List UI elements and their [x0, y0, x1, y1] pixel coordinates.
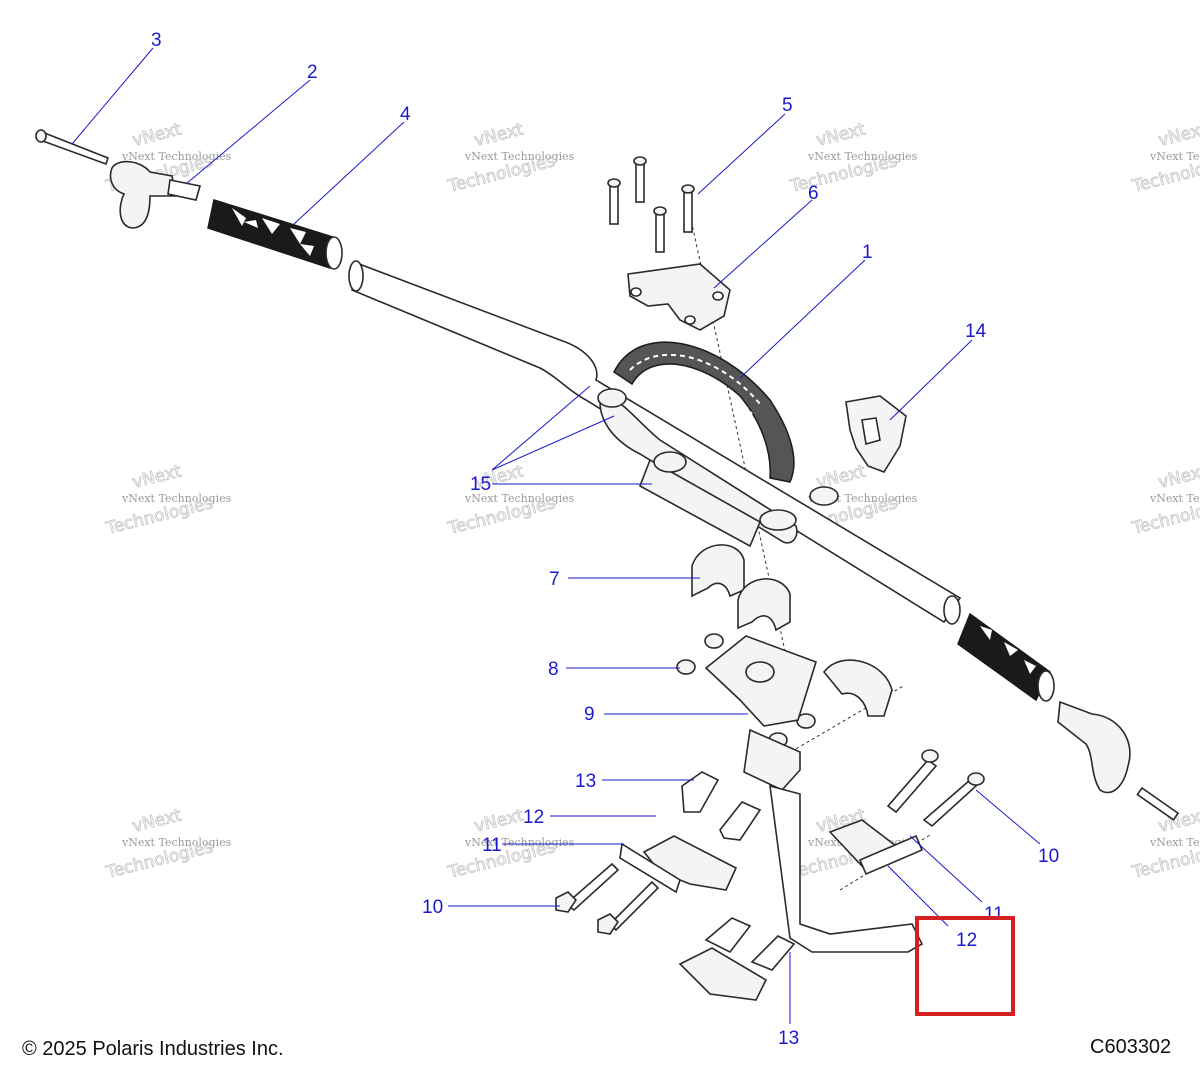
svg-text:vNext Technologies: vNext Technologies: [807, 150, 918, 163]
svg-text:vNext: vNext: [1156, 119, 1200, 151]
callout-1: 1: [862, 242, 873, 263]
svg-text:vNext Technologies: vNext Technologies: [464, 150, 575, 163]
watermark: vNext Technologies vNext Technologies: [103, 805, 232, 884]
watermark: vNext Technologies vNext Technologies: [445, 461, 575, 540]
callout-4: 4: [400, 104, 411, 125]
callout-12-right: 12: [956, 930, 977, 951]
callout-10-right: 10: [1038, 846, 1059, 867]
svg-text:vNext: vNext: [472, 805, 525, 837]
part-split-clamp: [822, 659, 893, 717]
callout-11-left: 11: [482, 835, 502, 856]
part-spacers-13-lower: [678, 917, 796, 1001]
part-bolts-10: [555, 749, 985, 935]
svg-text:vNext Technologies: vNext Technologies: [121, 836, 232, 849]
callout-labels: 3 2 4 5 6 1 14 15 7 8 9 13 12 11 10 10 1…: [151, 30, 1059, 1049]
callout-12-left: 12: [523, 807, 544, 828]
part-bolts-5: [607, 156, 695, 253]
svg-text:vNext: vNext: [130, 805, 183, 837]
callout-14: 14: [965, 321, 987, 342]
svg-text:vNext Technologies: vNext Technologies: [121, 492, 232, 505]
svg-text:vNext Technologies: vNext Technologies: [121, 150, 232, 163]
svg-text:vNext Technologies: vNext Technologies: [464, 836, 575, 849]
part-nut-8: [676, 633, 816, 748]
callout-9: 9: [584, 704, 595, 725]
callout-3: 3: [151, 30, 162, 51]
svg-text:vNext Technologies: vNext Technologies: [1149, 150, 1200, 163]
watermark: vNext Technologies vNext Technologies: [103, 461, 232, 540]
callout-10-left: 10: [422, 897, 443, 918]
svg-text:vNext: vNext: [472, 119, 525, 151]
part-lever-2: [109, 160, 202, 229]
copyright-text: © 2025 Polaris Industries Inc.: [22, 1038, 284, 1060]
callout-6: 6: [808, 183, 819, 204]
svg-text:vNext: vNext: [130, 461, 183, 493]
leader-lines: [71, 47, 1041, 1024]
diagram-code: C603302: [1090, 1036, 1172, 1058]
watermark: vNext Technologies vNext Technologies: [787, 119, 918, 198]
svg-text:vNext Technologies: vNext Technologies: [1149, 836, 1200, 849]
watermark: vNext Technologies vNext Technologies: [1129, 461, 1200, 540]
part-cover-14: [845, 395, 907, 473]
callout-13-upper: 13: [575, 771, 596, 792]
part-top-clamp-6: [627, 263, 731, 331]
part-crossbar-pad: [613, 341, 795, 483]
part-grip-left-4: [207, 199, 343, 270]
callout-11-right: 11: [984, 904, 1004, 925]
callout-5: 5: [782, 95, 793, 116]
callout-15: 15: [470, 474, 491, 495]
watermark: vNext Technologies vNext Technologies: [1129, 805, 1200, 884]
svg-text:vNext: vNext: [130, 119, 183, 151]
watermark: vNext Technologies vNext Technologies: [445, 119, 575, 198]
part-lower-clamp-12: [642, 819, 897, 891]
watermark: vNext Technologies vNext Technologies: [1129, 119, 1200, 198]
part-lever-right: [1057, 700, 1180, 821]
part-spacers-13-upper: [681, 771, 762, 841]
highlight-box: [915, 916, 1015, 1016]
callout-7: 7: [549, 569, 560, 590]
part-plate-11: [619, 834, 924, 894]
part-bolt-3: [35, 129, 109, 166]
svg-text:vNext Technologies: vNext Technologies: [1149, 492, 1200, 505]
part-grip-right: [957, 612, 1055, 702]
svg-text:vNext: vNext: [814, 119, 867, 151]
callout-8: 8: [548, 659, 559, 680]
part-clamps-7: [691, 544, 791, 632]
svg-text:vNext Technologies: vNext Technologies: [464, 492, 575, 505]
svg-text:vNext: vNext: [1156, 461, 1200, 493]
callout-13-lower: 13: [778, 1028, 799, 1049]
part-riser-clamp: [597, 388, 839, 548]
callout-2: 2: [307, 62, 318, 83]
